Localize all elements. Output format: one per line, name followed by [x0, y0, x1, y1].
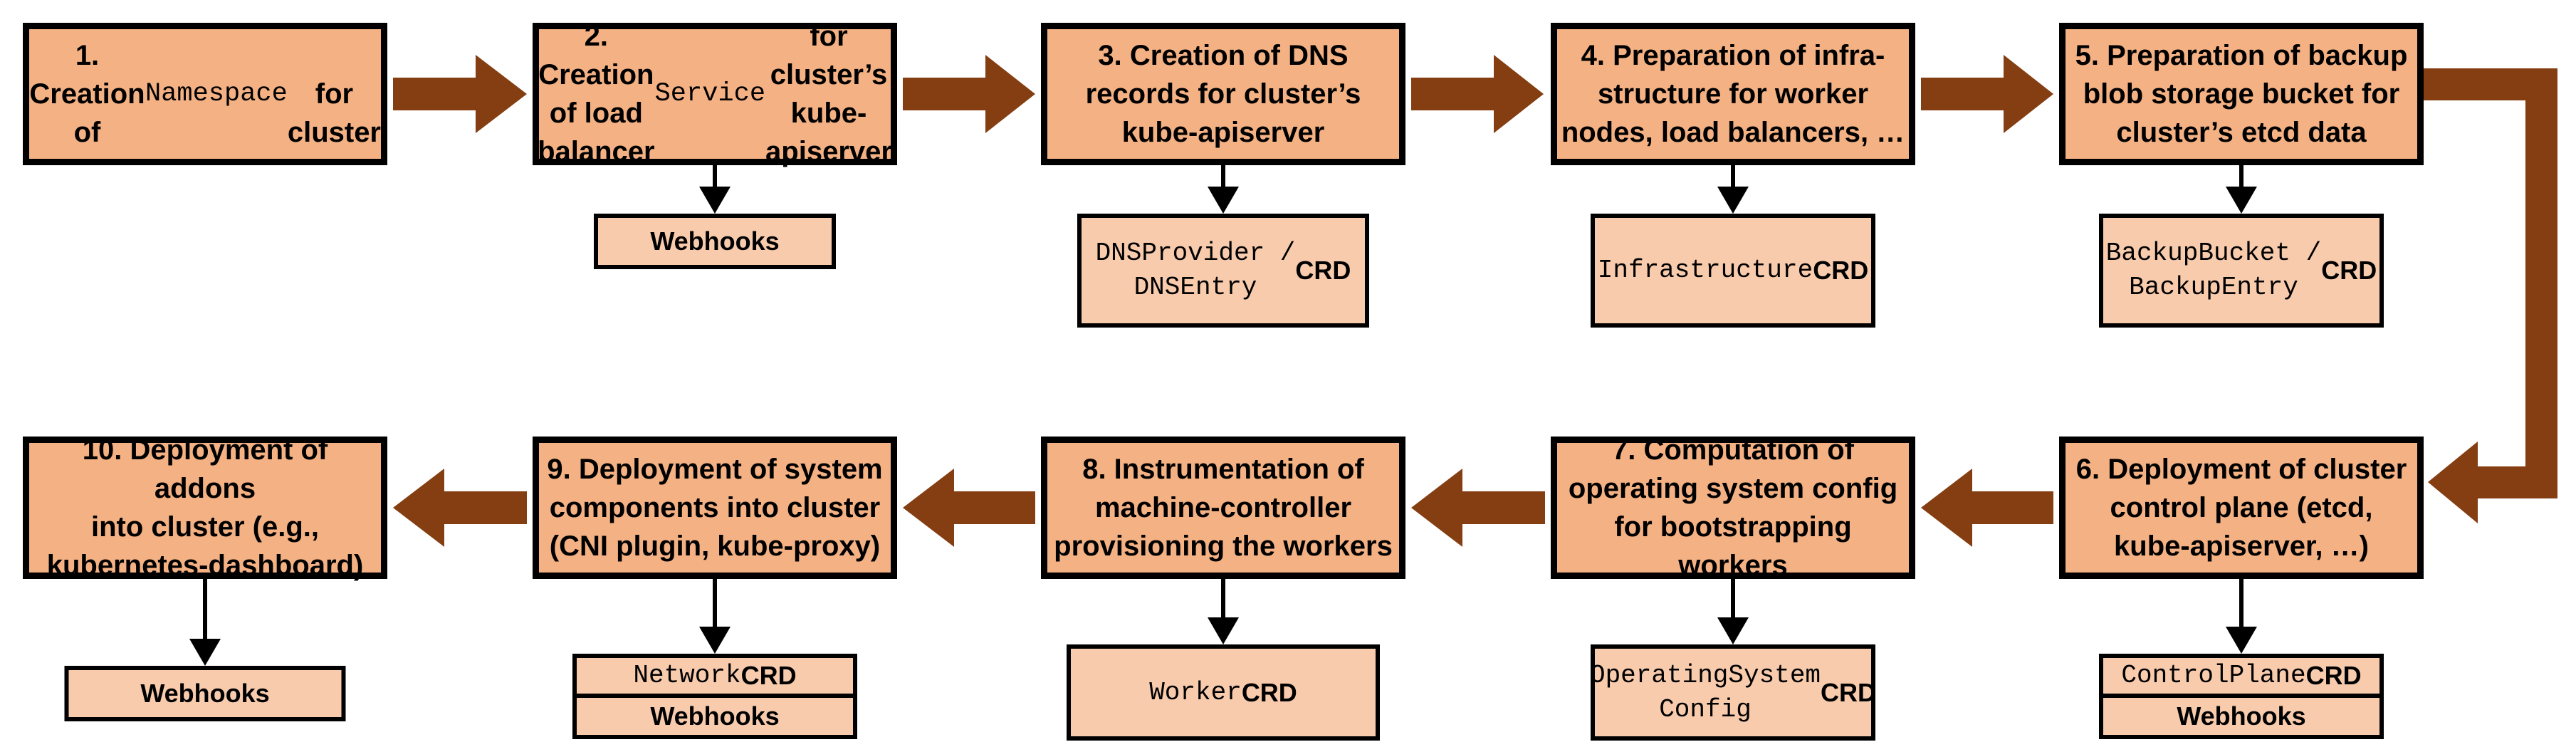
flow-arrow-step1-to-step2 [393, 55, 527, 133]
step-9-main-box: 9. Deployment of system components into … [533, 437, 897, 579]
webhooks-box: Webhooks [64, 666, 346, 721]
label-text: 3. Creation of DNS records for cluster’s… [1085, 40, 1361, 148]
step-10-deployment-of-addons: 10. Deployment of addons into cluster (e… [23, 434, 387, 721]
code-text: Worker [1149, 677, 1242, 707]
bold-label-text: CRD [1295, 256, 1351, 285]
connector-arrowhead-icon [699, 187, 731, 214]
code-text: DNSProvider / DNSEntry [1095, 239, 1296, 302]
connector-line [1221, 579, 1225, 617]
step-7-computation-of-os-config: 7. Computation of operating system confi… [1551, 434, 1915, 741]
label-text: 7. Computation of operating system confi… [1568, 434, 1898, 581]
code-text: ControlPlane [2121, 661, 2306, 690]
flow-arrow-step2-to-step3 [903, 55, 1035, 133]
bold-label-text: CRD [1821, 677, 1877, 707]
connector-line [2239, 165, 2243, 187]
label-text: for cluster [287, 78, 381, 148]
label-text: 9. Deployment of system components into … [547, 454, 883, 562]
flow-arrow-step9-to-step10 [393, 469, 527, 547]
dnsprovider-dnsentry-crd-box: DNSProvider / DNSEntry CRD [1077, 214, 1369, 328]
infrastructure-crd-box: Infrastructure CRD [1591, 214, 1875, 328]
step-1-main-box: 1. Creation of Namespace for cluster [23, 23, 387, 165]
label-text: 1. Creation of [29, 40, 145, 148]
connector-arrowhead-icon [189, 639, 221, 666]
step-1-creation-of-namespace: 1. Creation of Namespace for cluster [23, 23, 387, 165]
code-text: OperatingSystem Config [1589, 660, 1821, 724]
flow-arrow-step6-to-step7 [1921, 469, 2053, 547]
step-6-deployment-of-control-plane: 6. Deployment of cluster control plane (… [2059, 437, 2424, 739]
step-10-main-box: 10. Deployment of addons into cluster (e… [23, 434, 387, 581]
connector-line [713, 165, 717, 187]
step-2-main-box: 2. Creation of load balancer Service for… [533, 21, 897, 167]
connector-arrowhead-icon [699, 627, 731, 654]
step-9-deployment-of-system-components: 9. Deployment of system components into … [533, 437, 897, 739]
connector-arrowhead-icon [1208, 617, 1239, 644]
bold-label-text: Webhooks [2177, 701, 2306, 731]
label-text: 8. Instrumentation of machine-controller… [1054, 454, 1393, 562]
label-text: 6. Deployment of cluster control plane (… [2075, 454, 2407, 562]
connector-line [1221, 165, 1225, 187]
label-text: for cluster’s kube-apiserver [765, 21, 892, 167]
worker-crd-box: Worker CRD [1067, 644, 1380, 741]
step-7-main-box: 7. Computation of operating system confi… [1551, 434, 1915, 581]
code-text: Namespace [145, 79, 288, 109]
bold-label-text: CRD [1241, 677, 1297, 707]
connector-line [713, 579, 717, 627]
step-4-main-box: 4. Preparation of infra- structure for w… [1551, 23, 1915, 165]
connector-line [2239, 579, 2243, 627]
step-3-main-box: 3. Creation of DNS records for cluster’s… [1041, 23, 1405, 165]
label-text: 10. Deployment of addons into cluster (e… [46, 434, 364, 581]
step-8-main-box: 8. Instrumentation of machine-controller… [1041, 437, 1405, 579]
controlplane-crd-box: ControlPlane CRD [2099, 654, 2384, 698]
step-5-preparation-of-backup-bucket: 5. Preparation of backup blob storage bu… [2059, 23, 2424, 328]
webhooks-box: Webhooks [572, 694, 857, 739]
step-3-creation-of-dns-records: 3. Creation of DNS records for cluster’s… [1041, 23, 1405, 328]
code-text: Service [654, 79, 766, 109]
step-6-main-box: 6. Deployment of cluster control plane (… [2059, 437, 2424, 579]
webhooks-box: Webhooks [2099, 694, 2384, 739]
bold-label-text: CRD [2305, 661, 2362, 690]
code-text: BackupBucket / BackupEntry [2105, 239, 2322, 302]
connector-line [1731, 579, 1735, 617]
connector-line [203, 579, 207, 639]
flow-arrow-step7-to-step8 [1411, 469, 1545, 547]
webhooks-box: Webhooks [594, 214, 836, 269]
bold-label-text: Webhooks [140, 679, 270, 708]
connector-arrowhead-icon [2226, 627, 2257, 654]
flow-arrow-step4-to-step5 [1921, 55, 2053, 133]
connector-arrowhead-icon [1717, 617, 1749, 644]
network-crd-box: Network CRD [572, 654, 857, 698]
connector-arrowhead-icon [1717, 187, 1749, 214]
step-4-preparation-of-infrastructure: 4. Preparation of infra- structure for w… [1551, 23, 1915, 328]
label-text: 4. Preparation of infra- structure for w… [1561, 40, 1905, 148]
connector-arrowhead-icon [1208, 187, 1239, 214]
backupbucket-backupentry-crd-box: BackupBucket / BackupEntry CRD [2099, 214, 2384, 328]
step-8-instrumentation-of-machine-controller: 8. Instrumentation of machine-controller… [1041, 437, 1405, 741]
connector-arrowhead-icon [2226, 187, 2257, 214]
label-text: 5. Preparation of backup blob storage bu… [2075, 40, 2408, 148]
bold-label-text: CRD [1813, 256, 1869, 285]
connector-line [1731, 165, 1735, 187]
code-text: Network [633, 661, 741, 690]
step-2-creation-of-load-balancer-service: 2. Creation of load balancer Service for… [533, 21, 897, 269]
bold-label-text: CRD [2321, 256, 2377, 285]
bold-label-text: Webhooks [650, 701, 780, 731]
operatingsystemconfig-crd-box: OperatingSystem Config CRD [1589, 644, 1877, 741]
flow-arrow-step3-to-step4 [1411, 55, 1544, 133]
label-text: 2. Creation of load balancer [538, 21, 655, 167]
step-5-main-box: 5. Preparation of backup blob storage bu… [2059, 23, 2424, 165]
bold-label-text: Webhooks [650, 226, 780, 256]
code-text: Infrastructure [1597, 256, 1813, 285]
flow-arrow-step8-to-step9 [903, 469, 1035, 547]
flow-arrow-step5-to-step6-elbow [2424, 68, 2557, 523]
bold-label-text: CRD [740, 661, 797, 690]
